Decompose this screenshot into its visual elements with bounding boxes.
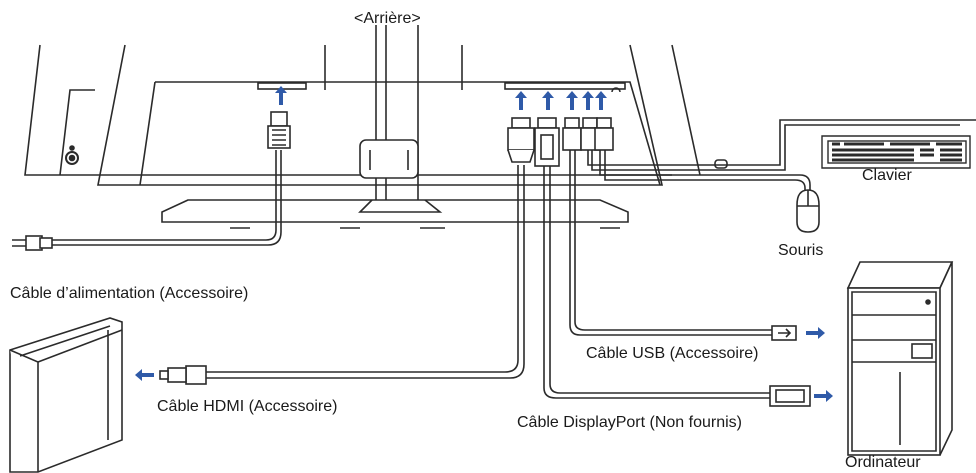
keyboard-icon bbox=[821, 135, 971, 169]
power-plug-end bbox=[12, 235, 53, 251]
usb-cable-label: Câble USB (Accessoire) bbox=[586, 345, 759, 362]
mouse-label: Souris bbox=[778, 242, 824, 259]
computer-label: Ordinateur bbox=[845, 454, 921, 471]
other-device bbox=[9, 317, 123, 473]
hdmi-cable-label: Câble HDMI (Accessoire) bbox=[157, 398, 338, 415]
connectors-computer-side bbox=[769, 325, 811, 407]
displayport-cable-label: Câble DisplayPort (Non fournis) bbox=[517, 414, 742, 431]
monitor-back bbox=[24, 44, 701, 186]
view-title: <Arrière> bbox=[354, 10, 421, 27]
keyboard-label: Clavier bbox=[862, 167, 912, 184]
mouse-icon bbox=[796, 189, 820, 233]
cables bbox=[50, 119, 976, 399]
power-cable-label: Câble d’alimentation (Accessoire) bbox=[10, 285, 249, 302]
connectors-monitor-side bbox=[267, 111, 614, 167]
monitor-stand bbox=[161, 25, 629, 229]
hdmi-plug-end bbox=[159, 365, 207, 385]
computer-icon bbox=[846, 261, 954, 456]
hdmi-arrow bbox=[135, 369, 154, 381]
